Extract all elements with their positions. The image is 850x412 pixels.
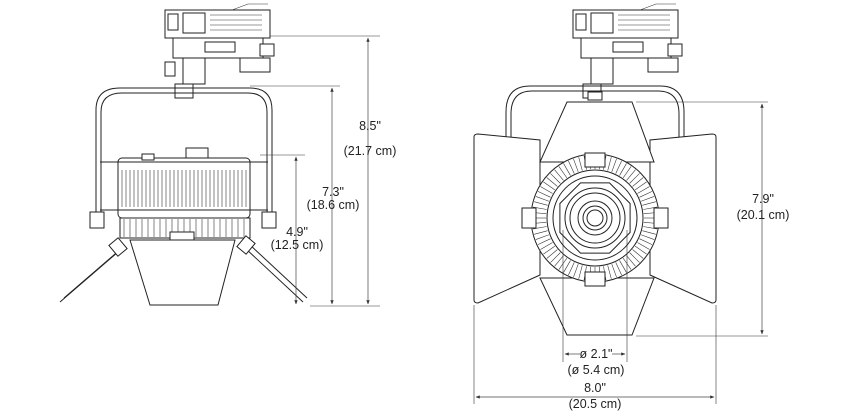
barn-door-bottom: [539, 277, 655, 336]
aperture-imperial: ø 2.1": [580, 347, 613, 361]
front-width-imperial: 8.0": [584, 381, 606, 395]
aperture-metric: (ø 5.4 cm): [568, 363, 625, 377]
barn-door-right: [649, 133, 717, 304]
track-adapter-front: [572, 3, 683, 99]
barn-door-top: [539, 101, 655, 163]
front-height-imperial: 7.9": [752, 192, 774, 206]
front-height-metric: (20.1 cm): [737, 208, 790, 222]
overall-height-imperial: 8.5": [359, 119, 381, 133]
barn-door-left: [473, 133, 541, 304]
mid-height-metric: (18.6 cm): [307, 198, 360, 212]
yoke: [95, 87, 273, 222]
overall-height-metric: (21.7 cm): [344, 144, 397, 158]
barn-door-side: [129, 239, 236, 306]
front-view: 7.9" (20.1 cm) ø 2.1" (ø 5.4 cm) 8.0" (2…: [473, 3, 790, 411]
head-height-imperial: 4.9": [286, 225, 308, 239]
front-width-metric: (20.5 cm): [569, 397, 622, 411]
track-adapter: [164, 3, 275, 99]
side-view: 8.5" (21.7 cm) 7.3" (18.6 cm) 4.9" (12.5…: [59, 3, 397, 307]
mid-height-imperial: 7.3": [322, 185, 344, 199]
head-height-metric: (12.5 cm): [271, 238, 324, 252]
